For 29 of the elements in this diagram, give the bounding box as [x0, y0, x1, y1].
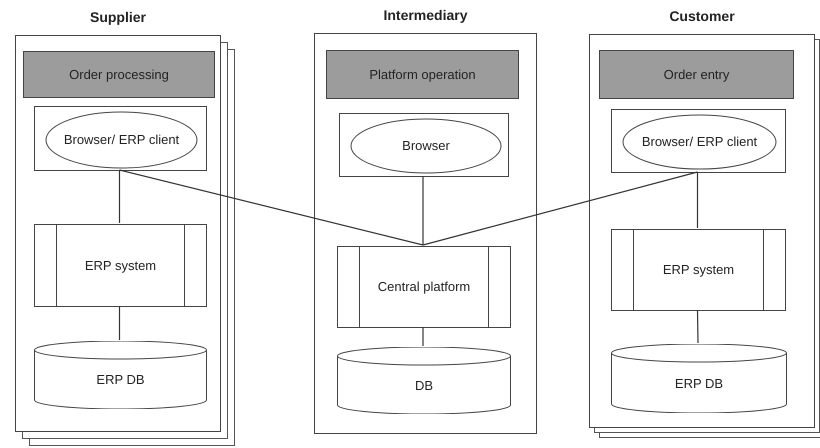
node-label: Browser/ ERP client [62, 132, 180, 148]
node-label: ERP DB [674, 376, 724, 392]
column-heading: Supplier [88, 9, 147, 25]
role-band [23, 51, 215, 98]
node-label: ERP system [662, 262, 736, 278]
column-heading: Customer [668, 8, 736, 24]
client-frame [339, 113, 509, 177]
connector-line [118, 170, 120, 223]
node-label: ERP DB [95, 372, 146, 388]
node-label: Platform operation [368, 66, 477, 82]
node-label: Central platform [376, 279, 472, 295]
connector-line [696, 172, 698, 228]
node-label: Browser/ ERP client [640, 134, 758, 150]
node-label: Order entry [662, 66, 730, 82]
node-label: DB [414, 378, 434, 394]
node-label: Browser [401, 138, 451, 154]
client-frame [34, 106, 207, 171]
connector-line [696, 310, 699, 343]
client-frame [611, 109, 786, 173]
node-label: ERP system [84, 258, 158, 274]
node-label: Order processing [68, 66, 170, 82]
connector-line [422, 171, 698, 246]
connector-line [422, 176, 424, 245]
role-band [599, 50, 794, 99]
connector-line [422, 327, 424, 346]
connector-line [118, 306, 120, 340]
column-heading: Intermediary [382, 7, 469, 23]
connector-line [119, 169, 424, 246]
role-band [326, 50, 519, 99]
